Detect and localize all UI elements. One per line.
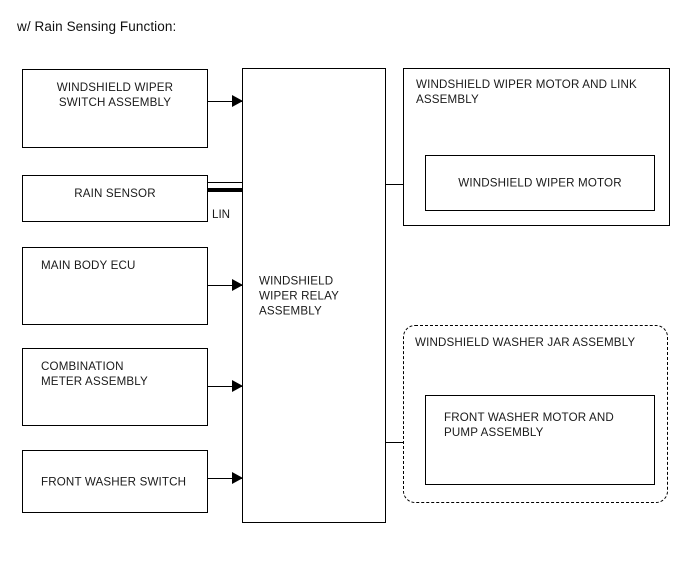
block-front-washer-motor-and-pump-assembly[interactable]: FRONT WASHER MOTOR AND PUMP ASSEMBLY: [425, 395, 655, 485]
arrowhead-combination-meter-to-relay-icon: [232, 380, 243, 392]
block-rain-sensor[interactable]: RAIN SENSOR: [22, 175, 208, 222]
block-label-windshield-wiper-motor-and-link-assembly: WINDSHIELD WIPER MOTOR AND LINK ASSEMBLY: [416, 78, 637, 106]
arrowhead-main-body-ecu-to-relay-icon: [232, 279, 243, 291]
block-windshield-wiper-switch-assembly[interactable]: WINDSHIELD WIPER SWITCH ASSEMBLY: [22, 69, 208, 148]
block-front-washer-switch[interactable]: FRONT WASHER SWITCH: [22, 450, 208, 513]
block-label-main-body-ecu: MAIN BODY ECU: [41, 259, 136, 272]
lin-bus-line-upper: [208, 182, 244, 184]
block-label-rain-sensor: RAIN SENSOR: [74, 187, 156, 200]
block-windshield-wiper-motor[interactable]: WINDSHIELD WIPER MOTOR: [425, 155, 655, 211]
connector-combination-meter-to-relay: [208, 386, 244, 388]
block-label-front-washer-motor-and-pump-assembly: FRONT WASHER MOTOR AND PUMP ASSEMBLY: [444, 411, 614, 439]
block-combination-meter-assembly[interactable]: COMBINATION METER ASSEMBLY: [22, 348, 208, 426]
block-windshield-wiper-relay-assembly[interactable]: WINDSHIELD WIPER RELAY ASSEMBLY: [242, 68, 386, 523]
block-label-combination-meter-assembly: COMBINATION METER ASSEMBLY: [41, 360, 148, 388]
block-label-windshield-washer-jar-assembly: WINDSHIELD WASHER JAR ASSEMBLY: [415, 336, 636, 349]
block-main-body-ecu[interactable]: MAIN BODY ECU: [22, 247, 208, 325]
lin-bus-line-lower: [208, 188, 244, 192]
block-label-windshield-wiper-motor: WINDSHIELD WIPER MOTOR: [458, 176, 622, 190]
arrowhead-wiper-switch-to-relay-icon: [232, 95, 243, 107]
connector-wiper-switch-to-relay: [208, 101, 244, 103]
diagram-heading: w/ Rain Sensing Function:: [17, 19, 177, 34]
lin-bus-label: LIN: [212, 208, 231, 221]
connector-main-body-ecu-to-relay: [208, 285, 244, 287]
block-label-windshield-wiper-switch-assembly: WINDSHIELD WIPER SWITCH ASSEMBLY: [56, 81, 174, 109]
arrowhead-front-washer-switch-to-relay-icon: [232, 472, 243, 484]
block-label-windshield-wiper-relay-assembly: WINDSHIELD WIPER RELAY ASSEMBLY: [259, 274, 340, 317]
block-label-front-washer-switch: FRONT WASHER SWITCH: [41, 475, 187, 488]
connector-front-washer-switch-to-relay: [208, 478, 244, 480]
